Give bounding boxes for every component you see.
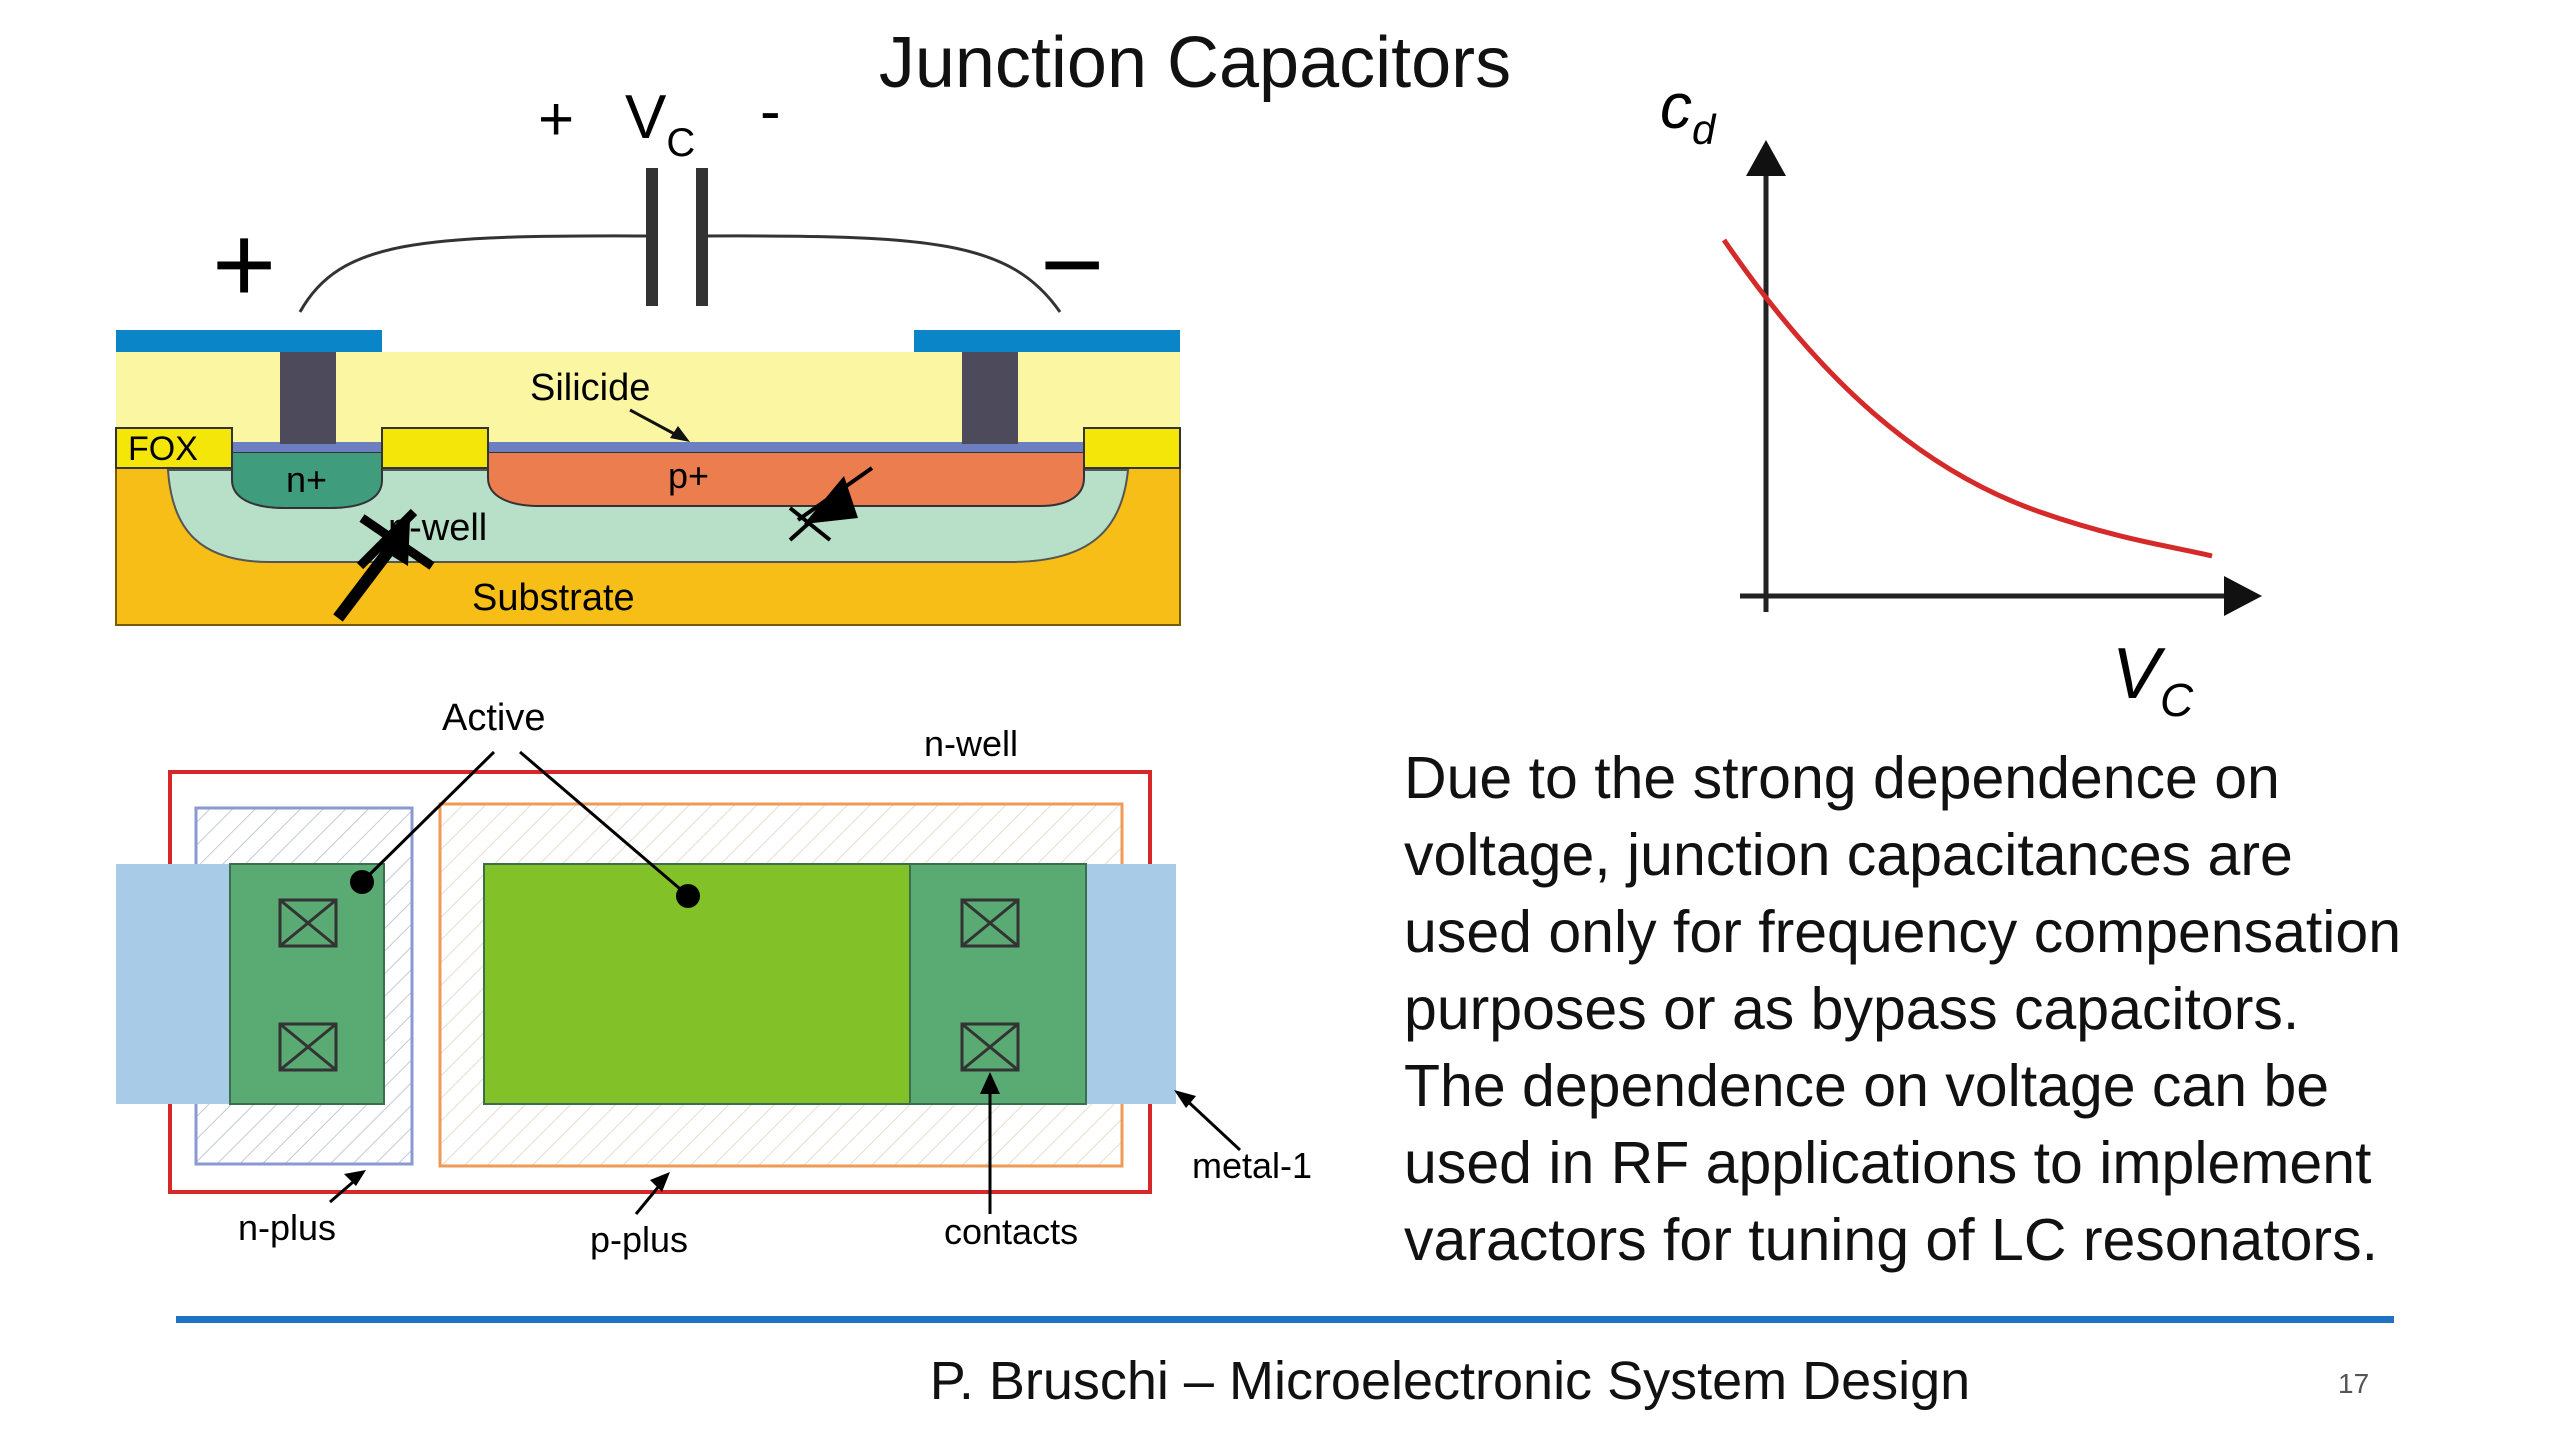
diode-symbol-left [333, 508, 435, 622]
silicide-pointer-head [670, 426, 690, 442]
silicide-label: Silicide [530, 367, 650, 409]
capacitor-plate-right [696, 168, 708, 306]
plus-terminal-sign: + [212, 203, 276, 326]
active-label: Active [442, 697, 545, 739]
left-wire [298, 234, 653, 313]
active-dot-left [350, 870, 374, 894]
fox-label: FOX [128, 430, 198, 468]
metal1-pointer-head [1174, 1090, 1196, 1108]
metal1-label: metal-1 [1192, 1145, 1312, 1186]
footer-text: P. Bruschi – Microelectronic System Desi… [929, 1351, 1971, 1411]
minus-terminal-sign: − [1040, 203, 1104, 326]
p-plus-pointer-head [650, 1172, 670, 1192]
active-n-contact [229, 863, 385, 1105]
p-plus-label: p+ [668, 455, 709, 496]
contacts-label: contacts [944, 1211, 1078, 1252]
layout-p-plus-label: p-plus [590, 1219, 688, 1260]
substrate-label: Substrate [472, 577, 635, 619]
layout-n-well-label: n-well [924, 723, 1018, 764]
plus-sign: + [538, 85, 574, 154]
footer-divider [176, 1316, 2394, 1323]
layout-n-plus-label: n-plus [238, 1207, 336, 1248]
n-plus-pointer-head [344, 1170, 366, 1186]
p-plus-region [487, 451, 1085, 507]
metal-plate-right [914, 330, 1180, 352]
y-axis-label: cd [1660, 70, 1717, 153]
y-axis-arrow [1746, 140, 1786, 176]
active-p-region [483, 863, 911, 1105]
x-axis-arrow [2224, 576, 2262, 616]
right-wire [701, 234, 1062, 313]
body-line: Due to the strong dependence on [1404, 745, 2280, 811]
metal1-left [116, 864, 230, 1104]
n-plus-region [231, 451, 383, 509]
body-line: purposes or as bypass capacitors. [1404, 976, 2300, 1042]
body-line: used only for frequency compensation [1404, 899, 2402, 965]
diode-symbol-right [788, 466, 874, 542]
silicide-strip-left [232, 442, 382, 452]
via-left [280, 352, 336, 444]
capacitance-curve [1721, 238, 2213, 559]
metal1-pointer [1180, 1094, 1242, 1152]
cv-curve-chart: cd VC [1660, 70, 2262, 726]
minus-sign: - [760, 77, 781, 146]
cross-section: + VC - + − Silicide FO [115, 77, 1181, 626]
page-number: 17 [2338, 1368, 2370, 1399]
metal-plate-left [116, 330, 382, 352]
active-p-contact [909, 863, 1087, 1105]
fox-block-middle [381, 427, 489, 469]
active-pointer-left [362, 750, 496, 882]
body-line: The dependence on voltage can be [1404, 1053, 2330, 1119]
n-plus-label: n+ [286, 459, 327, 500]
body-text: Due to the strong dependence on voltage,… [1404, 740, 2534, 1279]
fox-block-left [115, 427, 233, 469]
via-right [962, 352, 1018, 444]
silicide-strip-right [488, 442, 1084, 452]
active-dot-right [676, 884, 700, 908]
metal1-right [1086, 864, 1176, 1104]
capacitor-plate-left [646, 168, 658, 306]
fox-block-right [1083, 427, 1181, 469]
voltage-label: VC [625, 83, 695, 165]
contacts-pointer-head [980, 1072, 1000, 1094]
layout-view: Active n-well metal-1 n-plus p-plus cont… [116, 697, 1312, 1260]
body-line: varactors for tuning of LC resonators. [1404, 1207, 2378, 1273]
body-line: voltage, junction capacitances are [1404, 822, 2293, 888]
x-axis-label: VC [2112, 634, 2194, 726]
body-line: used in RF applications to implement [1404, 1130, 2372, 1196]
active-pointer-right [519, 750, 687, 896]
contact-squares [278, 898, 1020, 1072]
slide-title: Junction Capacitors [878, 23, 1512, 103]
